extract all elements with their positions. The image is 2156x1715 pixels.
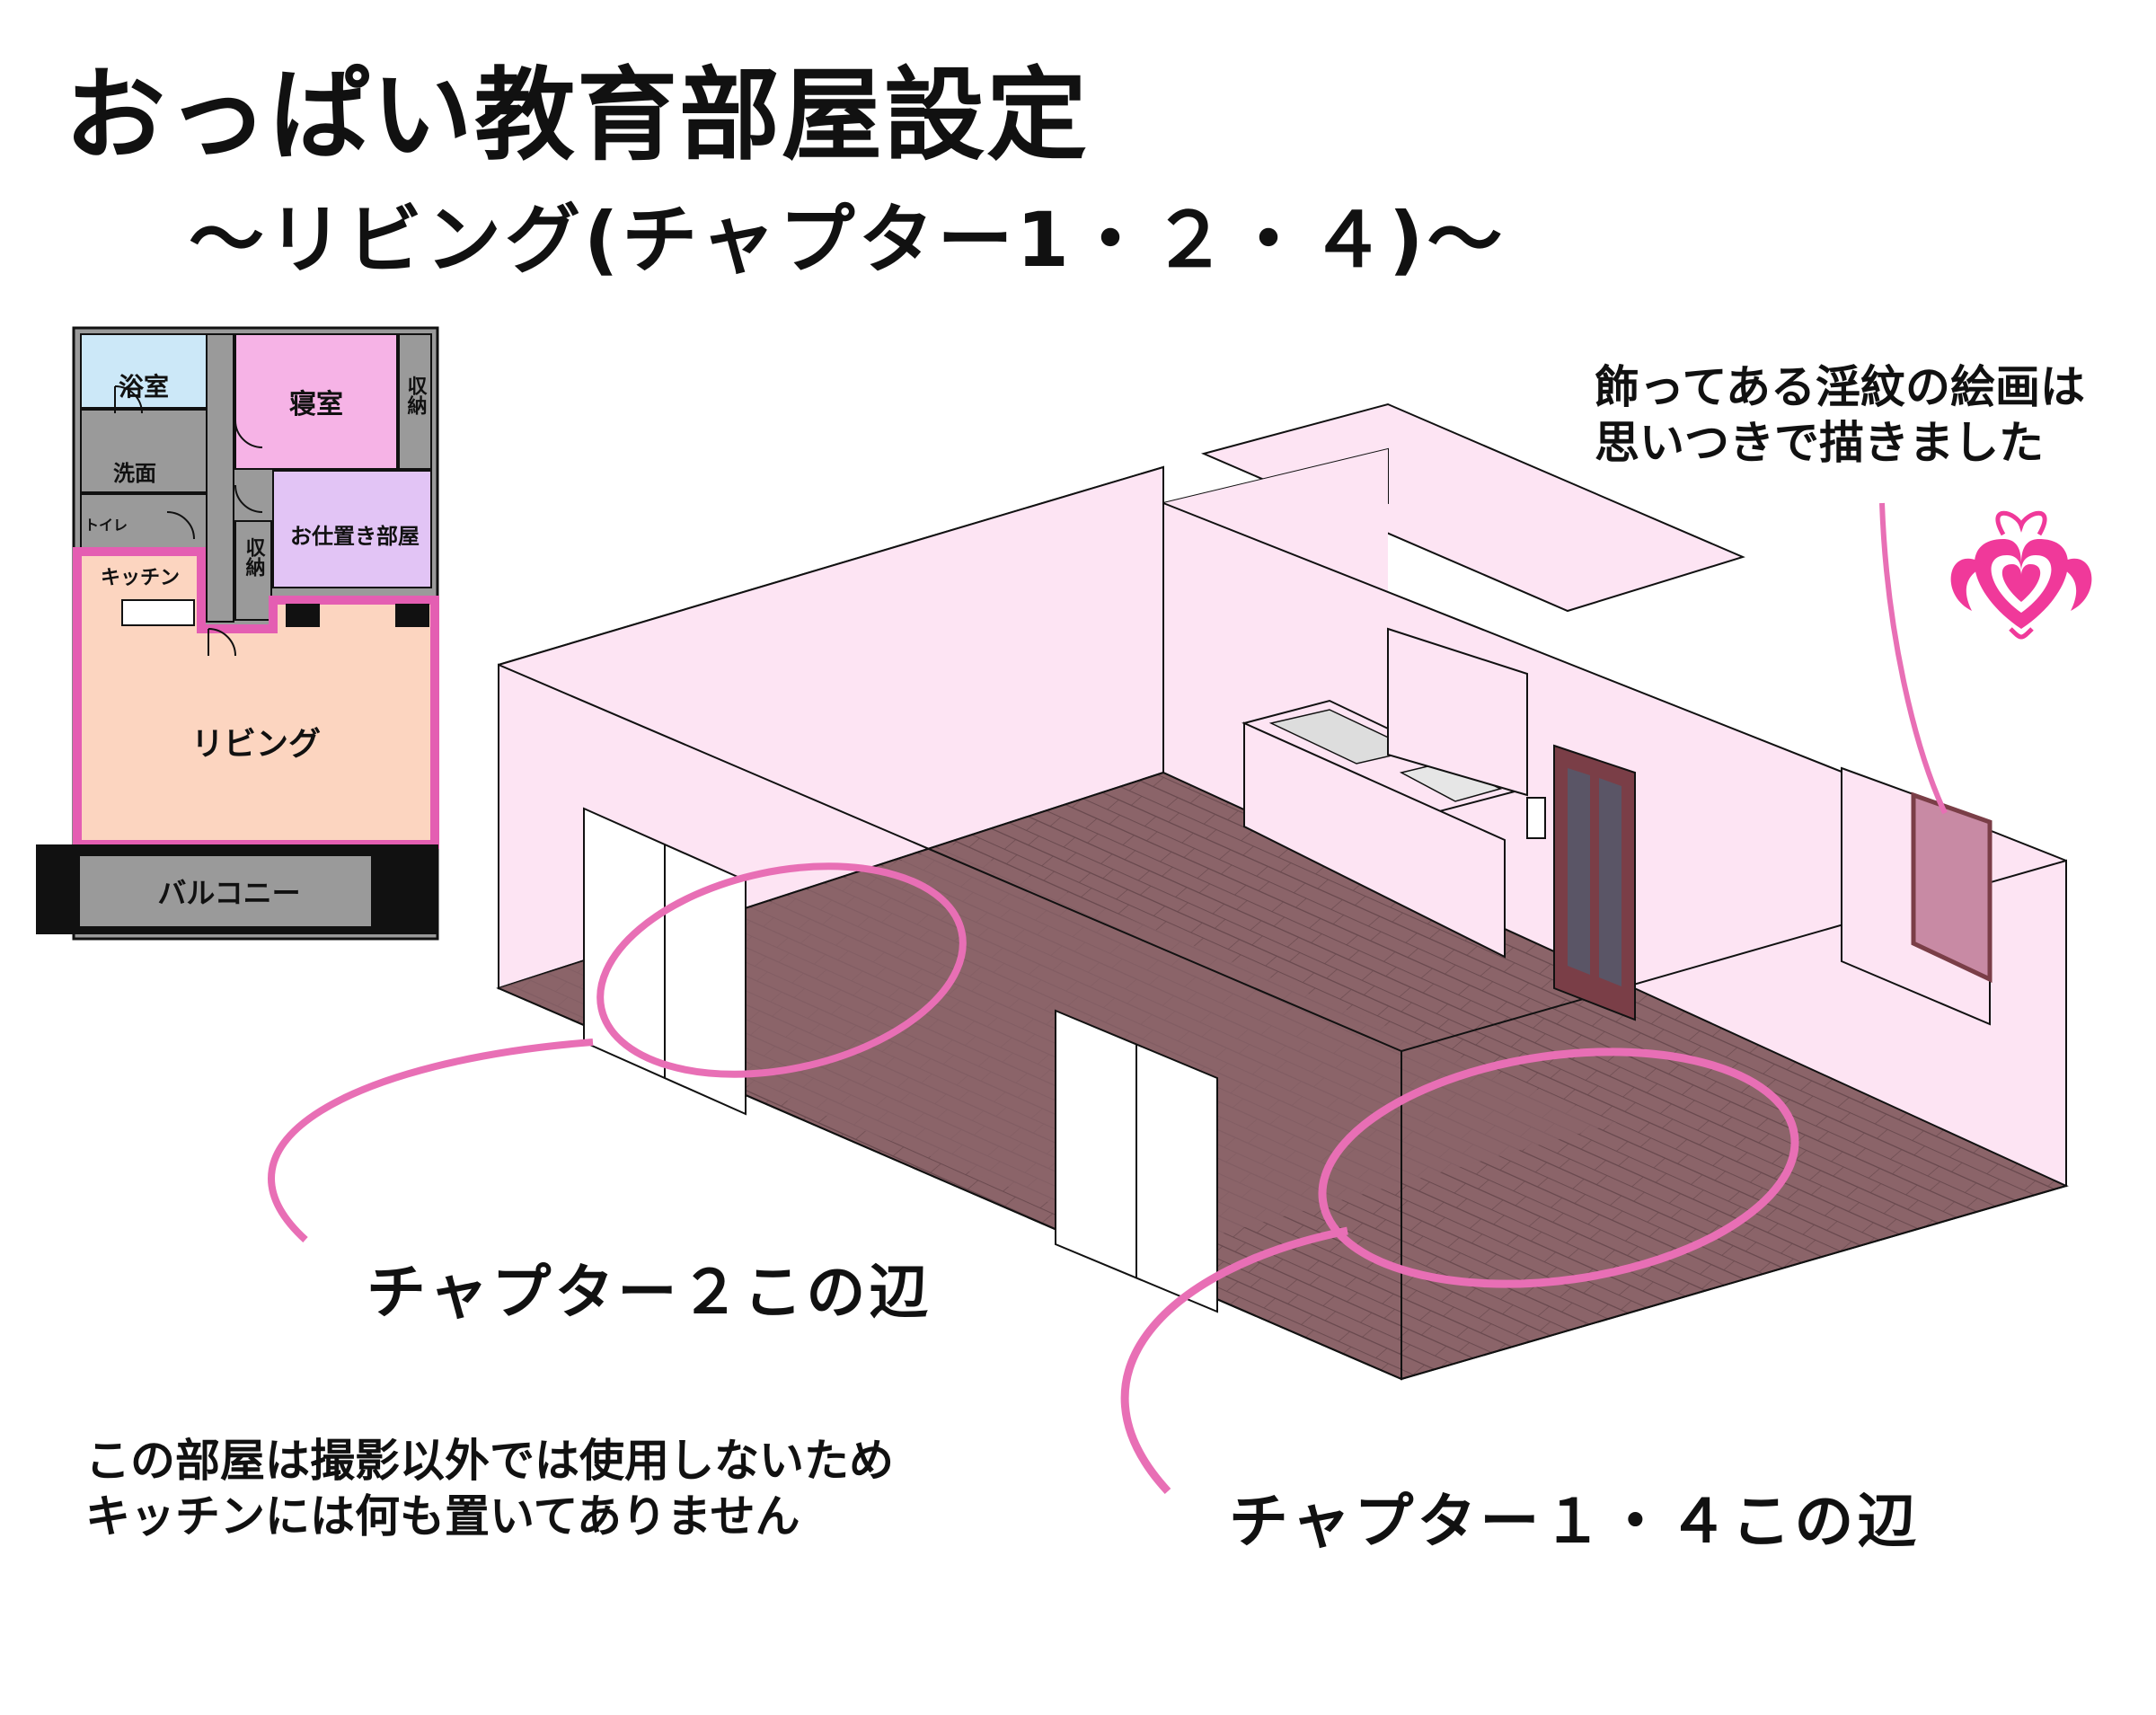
chapter14-leader-line (1120, 1226, 1348, 1495)
chapter2-callout-label: チャプター２この辺 (367, 1258, 932, 1327)
light-switch (1526, 797, 1546, 839)
page-subtitle: ～リビング(チャプター1・２・４)～ (189, 196, 1507, 284)
kitchen-note-line: この部屋は撮影以外では使用しないため (85, 1435, 894, 1487)
kitchen-counter-side (1243, 721, 1506, 959)
page-title: おっぱい教育部屋設定 (65, 57, 1089, 174)
ceiling-panel-left (1200, 402, 1745, 613)
kitchen-note: この部屋は撮影以外では使用しないため キッチンには何も置いてありません (85, 1433, 894, 1544)
picture-note-line: 飾ってある淫紋の絵画は (1595, 361, 2085, 413)
picture-leader-line (1879, 502, 1948, 815)
room-door (1553, 744, 1636, 1021)
range-hood (1387, 627, 1528, 797)
heart-crest-icon (1950, 510, 2092, 640)
door-glass-left (1568, 768, 1590, 975)
lewd-crest-painting (1911, 791, 1993, 983)
kitchen-note-line: キッチンには何も置いてありません (85, 1490, 800, 1543)
door-glass-right (1599, 778, 1621, 986)
chapter14-highlight-circle (1318, 1048, 1799, 1288)
picture-note-line: 思いつきで描きました (1595, 417, 2044, 469)
chapter2-highlight-circle (596, 862, 967, 1078)
picture-note: 飾ってある淫紋の絵画は 思いつきで描きました (1595, 359, 2085, 471)
chapter14-callout-label: チャプター１・４この辺 (1229, 1487, 1921, 1556)
chapter2-leader-line (268, 1039, 594, 1242)
